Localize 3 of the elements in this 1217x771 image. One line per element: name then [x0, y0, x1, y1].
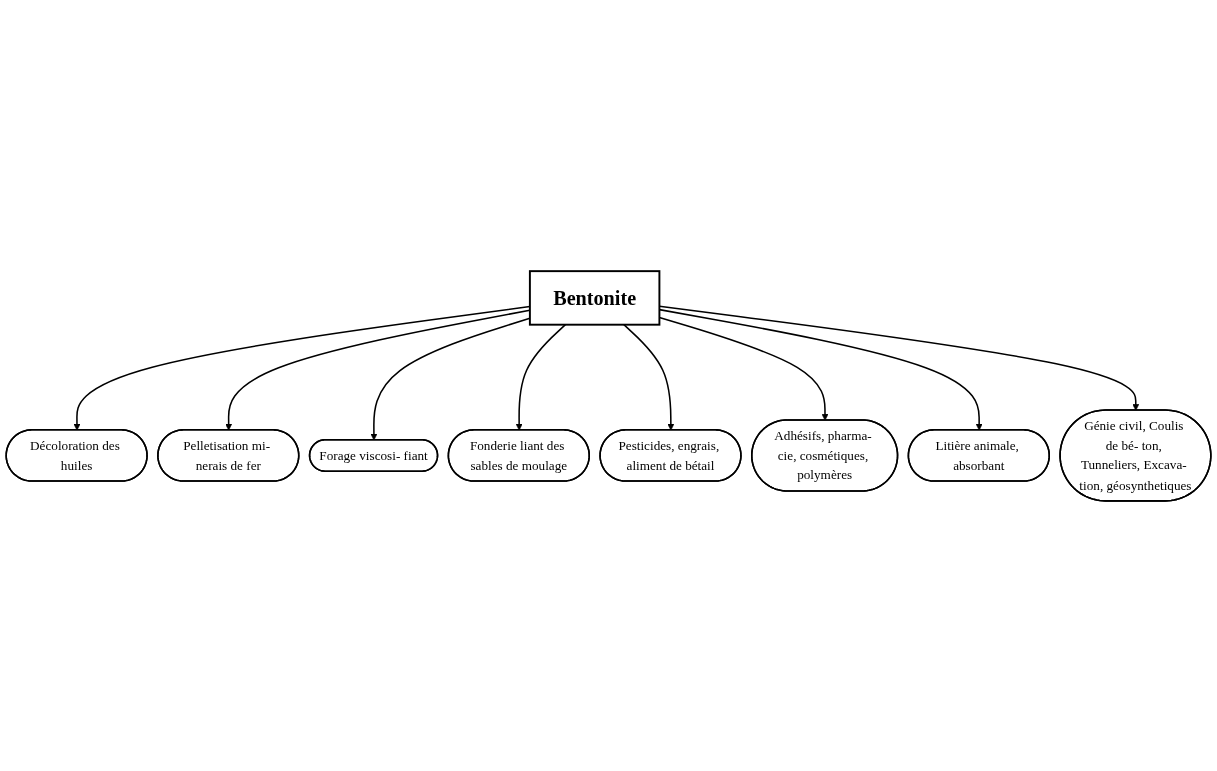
node-box: Bentonite [528, 269, 661, 326]
arrow [515, 323, 567, 431]
arrow [623, 323, 675, 431]
